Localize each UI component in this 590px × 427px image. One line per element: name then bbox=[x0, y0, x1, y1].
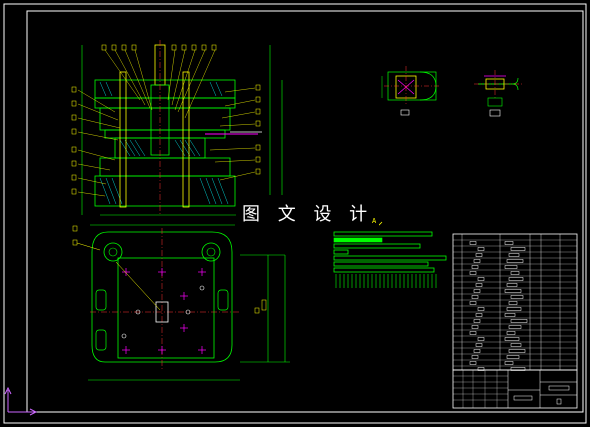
parts-list-cell-text bbox=[504, 337, 520, 341]
parts-list-cell-text bbox=[477, 247, 485, 251]
front-section-view[interactable] bbox=[71, 40, 283, 216]
parts-list-cell-text bbox=[477, 277, 485, 281]
parts-list-cell-text bbox=[469, 301, 477, 305]
section-marker-label: A bbox=[372, 217, 377, 225]
detail-view-a[interactable] bbox=[381, 66, 440, 116]
parts-list-cell-text bbox=[508, 301, 518, 305]
parts-list-cell-text bbox=[508, 277, 524, 281]
parts-list-cell-text bbox=[471, 295, 479, 299]
parts-list-cell-text bbox=[475, 313, 483, 317]
parts-list-cell-text bbox=[471, 325, 479, 329]
outer-frame bbox=[3, 3, 587, 424]
ucs-axis-icon bbox=[4, 386, 38, 416]
parts-list-cell-text bbox=[471, 265, 479, 269]
parts-list-cell-text bbox=[475, 253, 483, 257]
title-block[interactable] bbox=[452, 369, 578, 409]
parts-list-cell-text bbox=[510, 295, 524, 299]
parts-list-cell-text bbox=[510, 367, 526, 371]
parts-list-cell-text bbox=[504, 241, 514, 245]
parts-list-cell-text bbox=[510, 319, 528, 323]
parts-list-cell-text bbox=[469, 241, 477, 245]
parts-list-cell-text bbox=[510, 271, 520, 275]
parts-list-cell-text bbox=[475, 283, 483, 287]
parts-list-cell-text bbox=[506, 355, 520, 359]
parts-list-cell-text bbox=[473, 289, 481, 293]
parts-list-cell-text bbox=[504, 289, 522, 293]
parts-list-cell-text bbox=[506, 259, 524, 263]
parts-list-cell-text bbox=[469, 271, 477, 275]
parts-list-cell-text bbox=[477, 367, 485, 371]
parts-list-cell-text bbox=[508, 253, 520, 257]
parts-list-cell-text bbox=[506, 307, 522, 311]
drawing-title-label: 图 文 设 计 bbox=[236, 202, 380, 228]
parts-list-cell-text bbox=[506, 331, 516, 335]
parts-list-cell-text bbox=[475, 343, 483, 347]
parts-list-cell-text bbox=[508, 325, 522, 329]
top-view[interactable] bbox=[72, 224, 290, 381]
parts-list-cell-text bbox=[508, 349, 526, 353]
parts-list-table[interactable] bbox=[452, 233, 578, 371]
parts-list-cell-text bbox=[473, 259, 481, 263]
parts-list-cell-text bbox=[469, 331, 477, 335]
parts-list-cell-text bbox=[471, 355, 479, 359]
parts-list-cell-text bbox=[504, 265, 518, 269]
parts-list-cell-text bbox=[477, 307, 485, 311]
parts-list-cell-text bbox=[504, 361, 514, 365]
parts-list-cell-text bbox=[504, 313, 516, 317]
parts-list-cell-text bbox=[477, 337, 485, 341]
inner-frame bbox=[26, 10, 584, 413]
parts-list-cell-text bbox=[473, 319, 481, 323]
technical-notes-block bbox=[333, 221, 447, 288]
parts-list-cell-text bbox=[510, 343, 522, 347]
parts-list-cell-text bbox=[506, 283, 518, 287]
detail-view-b[interactable] bbox=[474, 70, 524, 117]
parts-list-cell-text bbox=[473, 349, 481, 353]
parts-list-cell-text bbox=[510, 247, 526, 251]
parts-list-cell-text bbox=[469, 361, 477, 365]
